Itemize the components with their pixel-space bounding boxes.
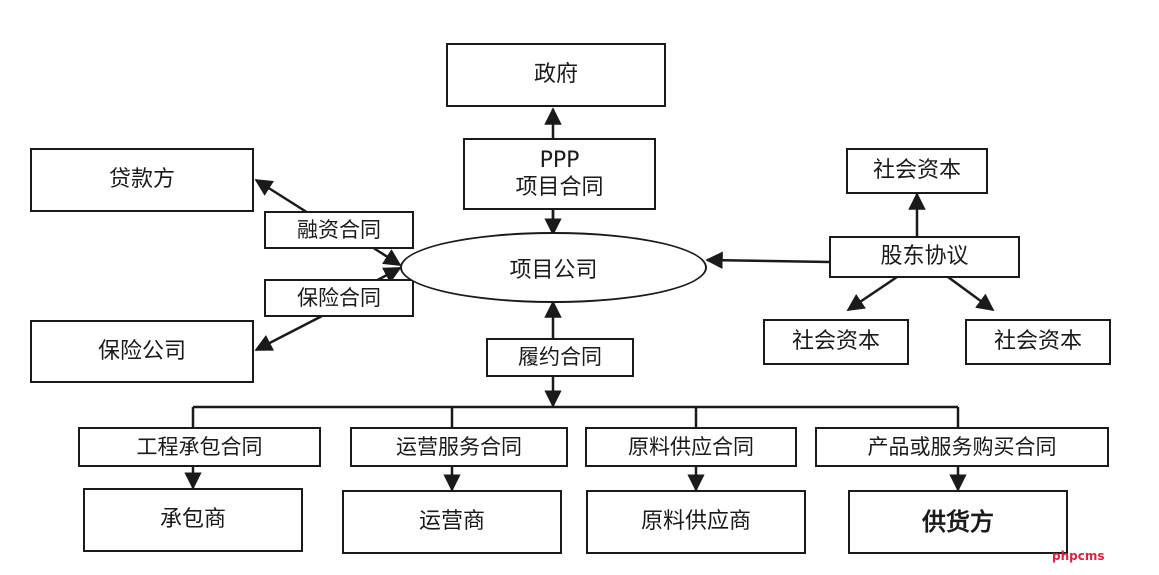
insurance-contract-label: 保险合同 bbox=[297, 285, 381, 310]
project-company-label: 项目公司 bbox=[509, 257, 598, 283]
supplier-label: 供货方 bbox=[922, 508, 994, 536]
arrow-to-social-capital-left bbox=[846, 275, 898, 312]
performance-contract-label: 履约合同 bbox=[518, 345, 602, 370]
social-capital-left-node: 社会资本 bbox=[763, 319, 909, 365]
material-contract-node: 原料供应合同 bbox=[585, 427, 797, 467]
insurance-company-node: 保险公司 bbox=[30, 320, 254, 383]
operation-contract-node: 运营服务合同 bbox=[350, 427, 568, 467]
lender-node: 贷款方 bbox=[30, 148, 254, 212]
construction-contract-label: 工程承包合同 bbox=[136, 434, 263, 459]
arrow-financing-to-company bbox=[371, 245, 402, 267]
arrow-shareholder-to-company bbox=[705, 251, 831, 270]
operator-node: 运营商 bbox=[342, 490, 562, 554]
government-node: 政府 bbox=[446, 43, 666, 107]
arrow-to-social-capital-right bbox=[947, 275, 995, 312]
insurance-contract-node: 保险合同 bbox=[264, 279, 414, 317]
social-capital-right-label: 社会资本 bbox=[993, 329, 1082, 355]
material-supplier-label: 原料供应商 bbox=[640, 509, 751, 535]
purchase-contract-label: 产品或服务购买合同 bbox=[867, 434, 1057, 459]
operation-contract-label: 运营服务合同 bbox=[396, 434, 522, 459]
financing-contract-label: 融资合同 bbox=[297, 217, 381, 242]
shareholder-agreement-node: 股东协议 bbox=[829, 236, 1020, 278]
material-supplier-node: 原料供应商 bbox=[586, 490, 806, 554]
social-capital-top-label: 社会资本 bbox=[872, 158, 961, 184]
financing-contract-node: 融资合同 bbox=[264, 211, 414, 249]
purchase-contract-node: 产品或服务购买合同 bbox=[815, 427, 1109, 467]
watermark: phpcms bbox=[1052, 549, 1105, 563]
insurance-company-label: 保险公司 bbox=[97, 338, 186, 364]
ppp-contract-label-line1: PPP bbox=[539, 147, 580, 173]
project-company-node: 项目公司 bbox=[400, 232, 707, 303]
operator-label: 运营商 bbox=[418, 509, 485, 535]
ppp-contract-node: PPP 项目合同 bbox=[463, 138, 656, 210]
social-capital-left-label: 社会资本 bbox=[791, 329, 880, 355]
material-contract-label: 原料供应合同 bbox=[628, 434, 754, 459]
performance-contract-node: 履约合同 bbox=[486, 338, 634, 377]
social-capital-top-node: 社会资本 bbox=[846, 148, 988, 194]
construction-contract-node: 工程承包合同 bbox=[78, 427, 321, 467]
arrow-to-insurance-company bbox=[254, 314, 323, 352]
contractor-label: 承包商 bbox=[159, 507, 226, 533]
social-capital-right-node: 社会资本 bbox=[965, 319, 1111, 365]
lender-label: 贷款方 bbox=[108, 167, 175, 193]
supplier-node: 供货方 bbox=[848, 490, 1068, 554]
government-label: 政府 bbox=[533, 62, 578, 88]
shareholder-agreement-label: 股东协议 bbox=[880, 244, 969, 270]
ppp-contract-label-line2: 项目合同 bbox=[515, 175, 604, 200]
contractor-node: 承包商 bbox=[83, 488, 303, 552]
